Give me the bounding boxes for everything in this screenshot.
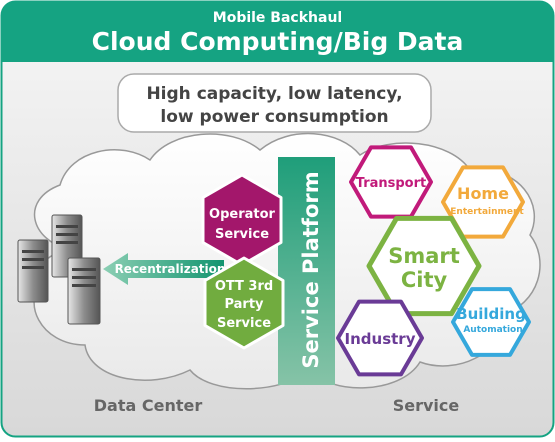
server-icon <box>67 257 101 325</box>
building-automation-hexagon <box>451 287 531 357</box>
recentralization-arrow <box>103 253 224 285</box>
ott-service-label-3: Service <box>217 316 271 331</box>
footer-data-center: Data Center <box>94 396 203 415</box>
ott-service-label-2: Party <box>224 297 264 312</box>
smart-city-label-2: City <box>401 268 448 292</box>
ott-service-hexagon <box>203 256 285 350</box>
operator-service-label-1: Operator <box>209 207 276 222</box>
callout-line-1: High capacity, low latency, <box>146 84 402 104</box>
footer-service: Service <box>393 396 460 415</box>
callout-line-2: low power consumption <box>160 107 388 127</box>
building-label: Building <box>456 305 526 323</box>
home-entertainment-hexagon <box>441 165 525 239</box>
ott-service-label-1: OTT 3rd <box>215 279 273 294</box>
entertainment-label: Entertainment <box>450 207 524 217</box>
header-band <box>1 1 554 62</box>
automation-label: Automation <box>463 325 522 335</box>
smart-city-hexagon <box>366 215 482 317</box>
service-platform-label: Service Platform <box>299 171 323 368</box>
server-icons <box>17 214 101 325</box>
header-subtitle: Mobile Backhaul <box>213 10 342 26</box>
arrow-label: Recentralization <box>115 262 226 276</box>
server-icon <box>17 239 49 303</box>
industry-label: Industry <box>345 330 416 348</box>
industry-hexagon <box>336 299 424 377</box>
transport-label: Transport <box>356 176 426 191</box>
callout-box <box>117 73 432 133</box>
home-label: Home <box>457 184 509 203</box>
smart-city-label-1: Smart <box>388 244 460 268</box>
header-title: Cloud Computing/Big Data <box>92 27 464 56</box>
operator-service-label-2: Service <box>215 227 269 242</box>
service-platform-bar <box>278 157 335 385</box>
